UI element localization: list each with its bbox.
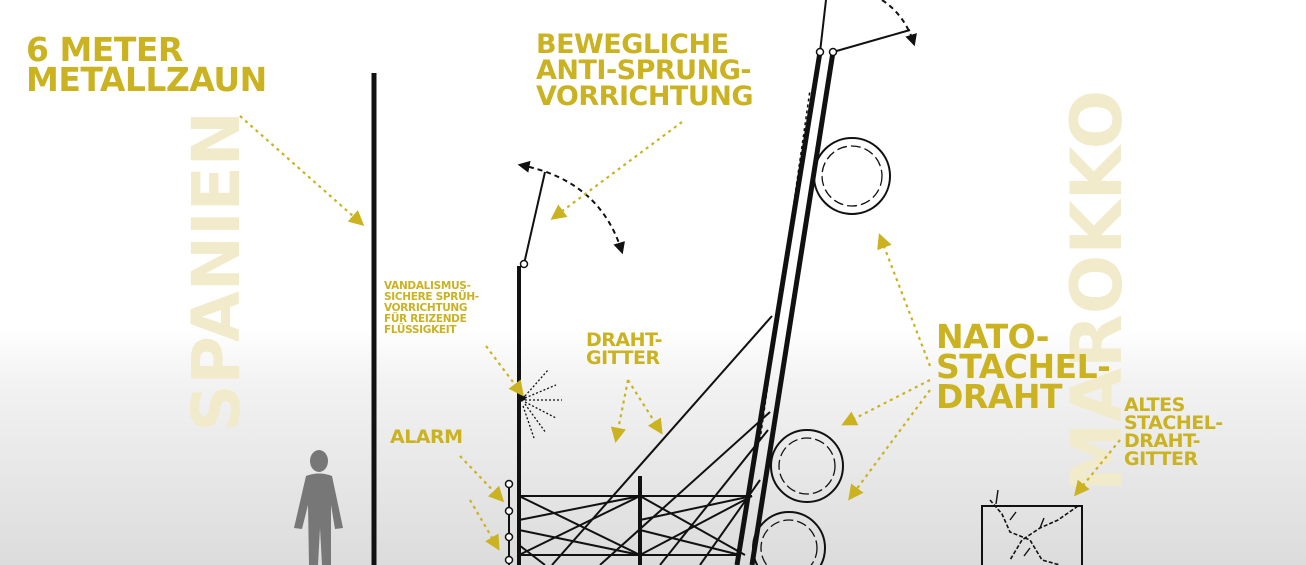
person-silhouette-icon <box>294 450 343 565</box>
label-wire-mesh-line-1: DRAHT- <box>586 329 663 351</box>
label-metal-fence: 6 METER METALLZAUN <box>26 30 267 99</box>
old-barbed-wire-mesh <box>981 489 1083 565</box>
label-alarm: ALARM <box>390 426 463 448</box>
label-old-wire-line-3: DRAHT- <box>1124 430 1201 452</box>
annotation-arrows <box>239 115 1121 551</box>
label-anti-jump-line-3: VORRICHTUNG <box>536 81 754 112</box>
nato-wire-coils <box>752 137 891 565</box>
label-spray-device: VANDALISMUS- SICHERE SPRÜH- VORRICHTUNG … <box>384 281 479 336</box>
label-anti-jump-line-1: BEWEGLICHE <box>536 29 729 60</box>
label-old-wire-line-4: GITTER <box>1124 448 1198 470</box>
label-spray-line-5: FLÜSSIGKEIT <box>384 324 457 336</box>
label-spray-line-1: VANDALISMUS- <box>384 280 471 292</box>
main-tilted-fence <box>734 0 911 565</box>
label-nato-line-3: DRAHT <box>936 377 1062 416</box>
label-wire-mesh: DRAHT- GITTER <box>586 329 663 369</box>
label-nato-wire: NATO- STACHEL- DRAHT <box>936 317 1111 416</box>
label-spray-line-2: SICHERE SPRÜH- <box>384 291 479 303</box>
label-old-wire-line-2: STACHEL- <box>1124 412 1223 434</box>
alarm-sensors <box>504 479 514 565</box>
label-spray-line-4: FÜR REIZENDE <box>384 313 467 325</box>
label-metal-fence-line-2: METALLZAUN <box>26 60 267 99</box>
label-wire-mesh-line-2: GITTER <box>586 347 660 369</box>
label-anti-jump-line-2: ANTI-SPRUNG- <box>536 55 752 86</box>
label-metal-fence-line-1: 6 METER <box>26 30 183 69</box>
wire-mesh <box>518 315 773 565</box>
label-nato-line-2: STACHEL- <box>936 347 1111 386</box>
anti-jump-swing-arc-right <box>881 0 917 47</box>
label-anti-jump-device: BEWEGLICHE ANTI-SPRUNG- VORRICHTUNG <box>536 29 754 112</box>
label-old-wire-line-1: ALTES <box>1124 394 1185 416</box>
label-old-barbed-wire: ALTES STACHEL- DRAHT- GITTER <box>1124 394 1223 470</box>
label-nato-line-1: NATO- <box>936 317 1049 356</box>
label-spray-line-3: VORRICHTUNG <box>384 302 468 314</box>
spray-icon <box>518 369 562 439</box>
